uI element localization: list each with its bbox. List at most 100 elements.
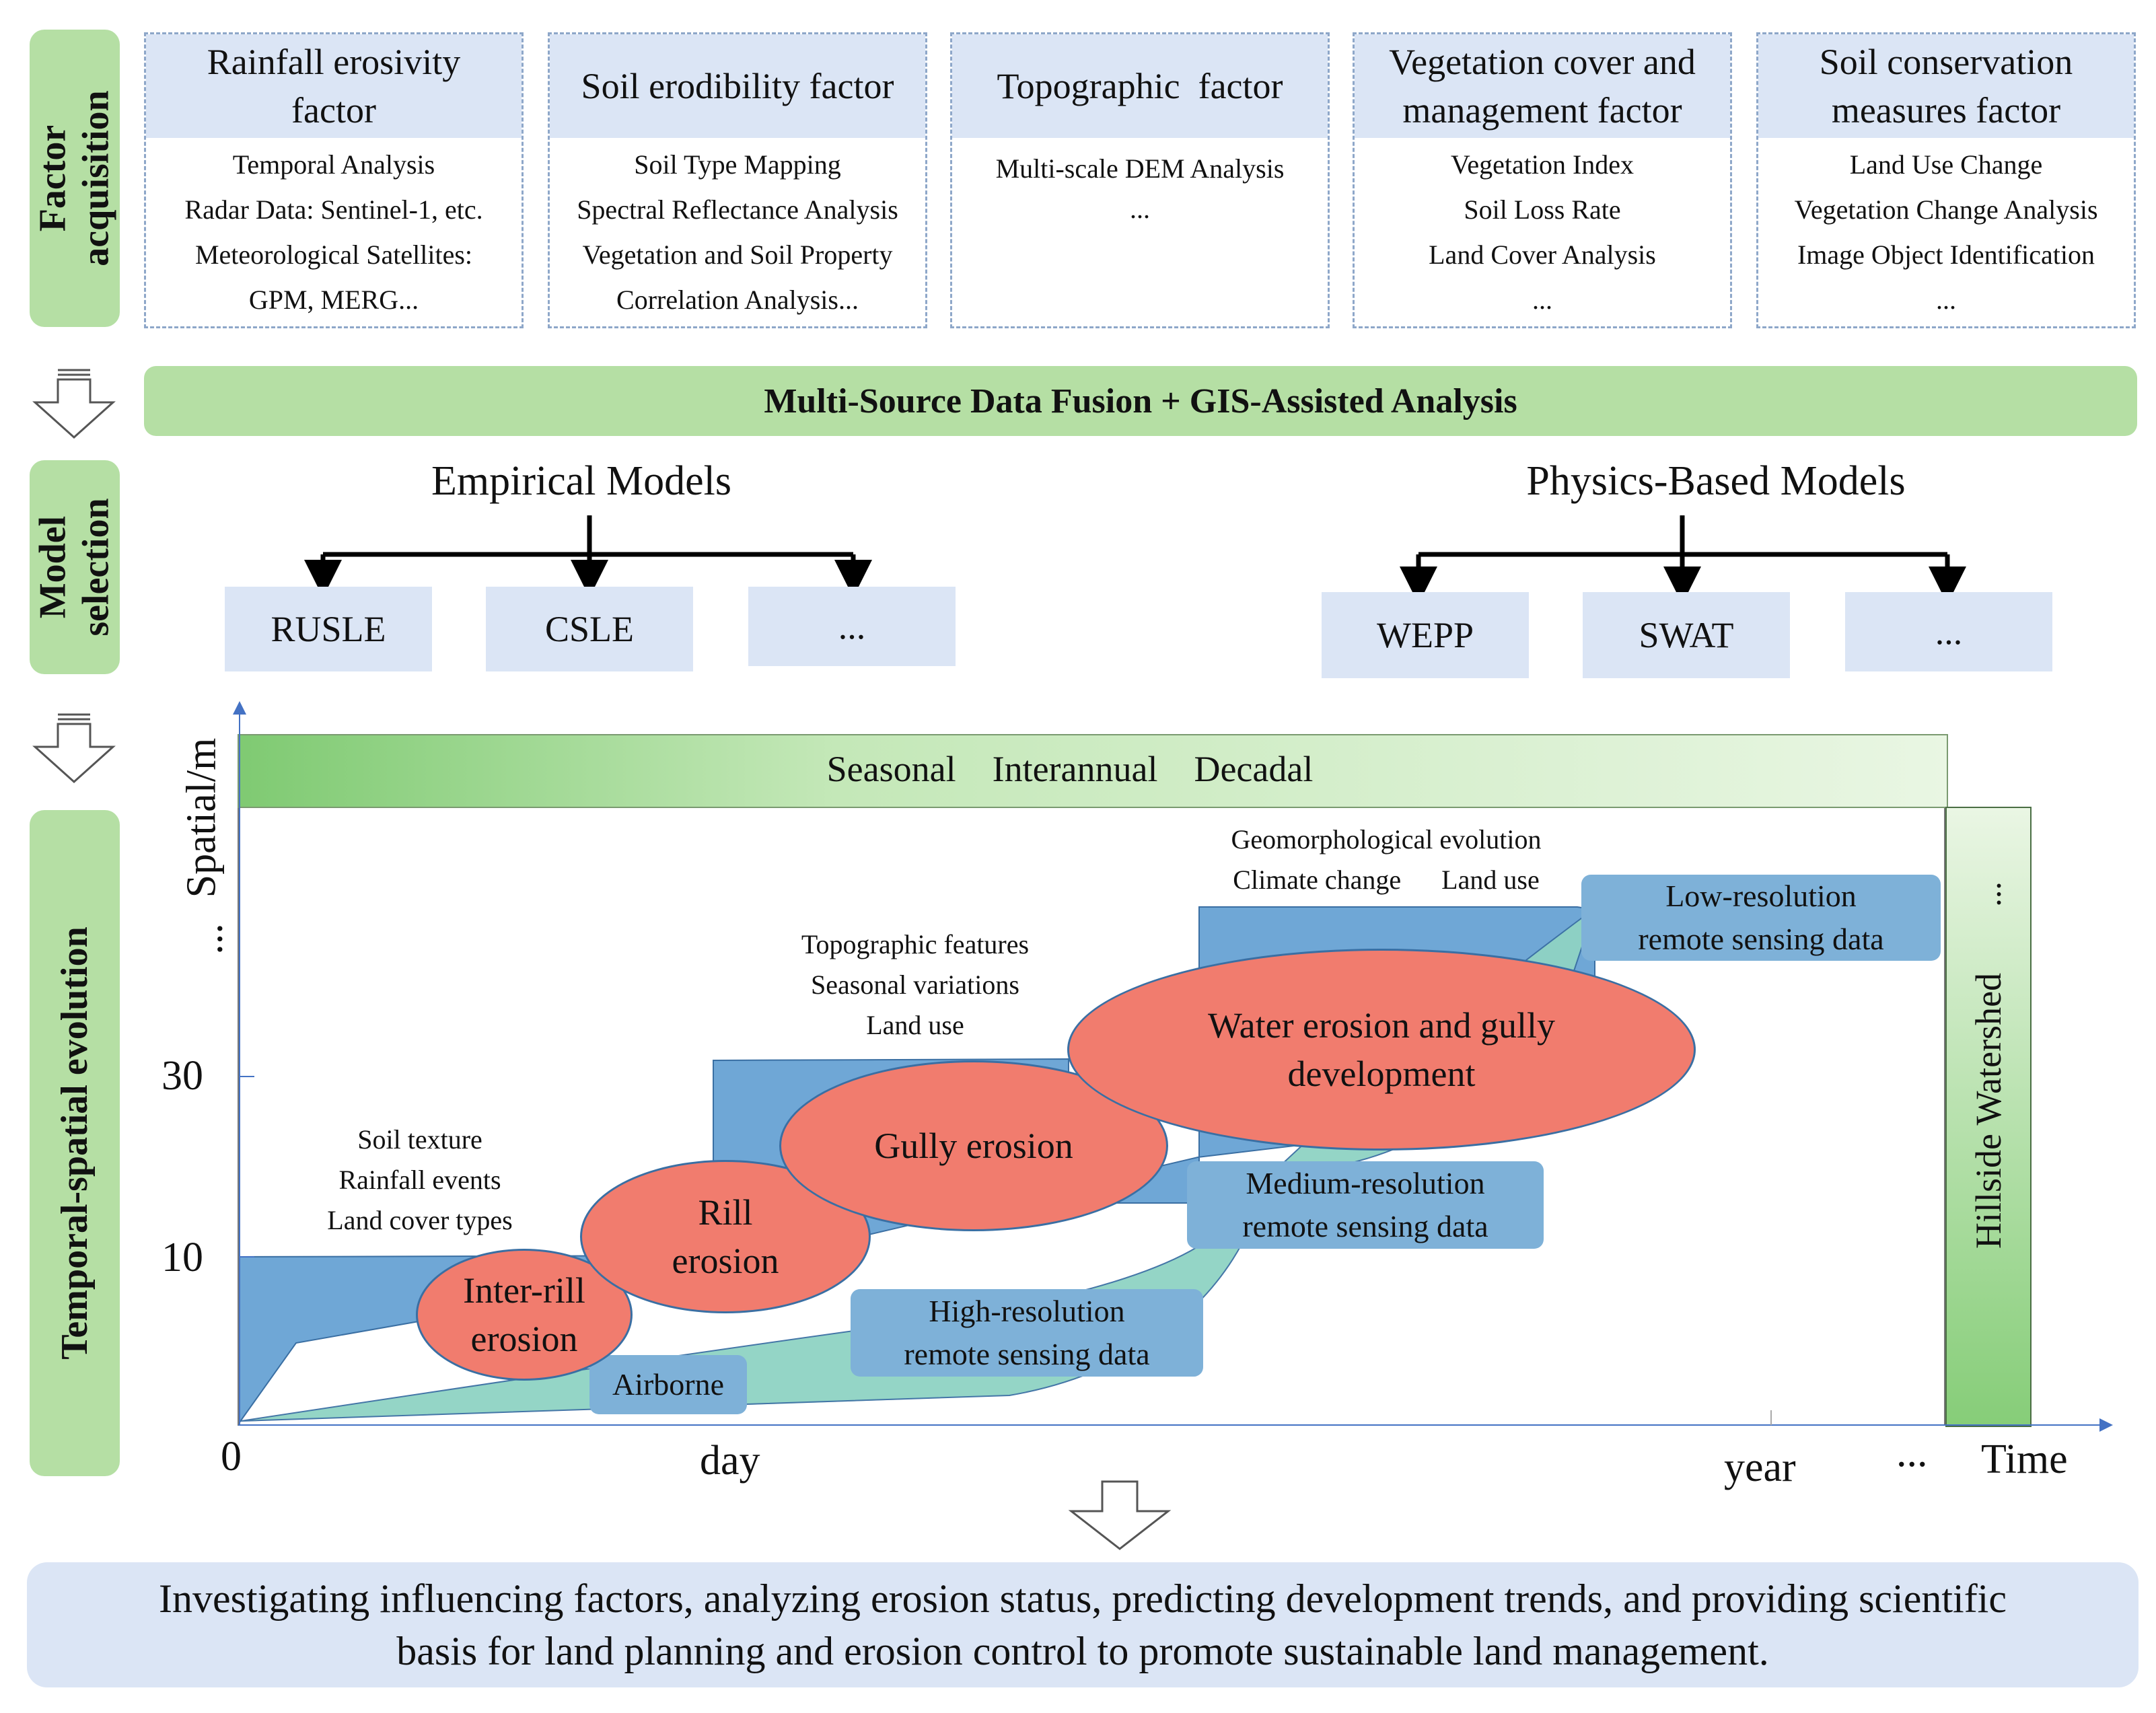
model-label: ...: [838, 606, 866, 647]
data-source-text: High-resolution: [929, 1294, 1125, 1328]
high-resolution-label: High-resolution remote sensing data: [851, 1289, 1203, 1377]
data-source-text: remote sensing data: [1638, 922, 1884, 956]
factor-title-line: management factor: [1402, 90, 1682, 131]
factor-item: Correlation Analysis...: [616, 285, 859, 315]
low-resolution-label: Low-resolution remote sensing data: [1581, 875, 1941, 961]
model-csle: CSLE: [486, 587, 693, 671]
factor-item: ...: [1936, 285, 1956, 315]
factor-title-line: factor: [291, 90, 376, 131]
data-source-text: remote sensing data: [1242, 1209, 1488, 1243]
model-label: RUSLE: [271, 609, 386, 649]
inter-rill-erosion-ellipse: Inter-rill erosion: [416, 1249, 633, 1381]
time-banner-text: Seasonal Interannual Decadal: [826, 749, 1314, 789]
down-arrow-icon: [1068, 1480, 1172, 1550]
factor-title-line: Rainfall erosivity: [207, 42, 461, 82]
x-tick-day: day: [700, 1438, 760, 1484]
factor-item: Vegetation Change Analysis: [1794, 194, 2098, 225]
model-swat: SWAT: [1583, 592, 1790, 678]
factor-title: Soil erodibility factor: [550, 34, 925, 138]
factor-item: Vegetation and Soil Property: [582, 240, 893, 270]
factor-item: Soil Type Mapping: [634, 149, 841, 180]
factor-item: ...: [1532, 285, 1552, 315]
factor-item: GPM, MERG...: [248, 285, 419, 315]
model-tree-connectors: [304, 515, 1966, 592]
annotation-line: Rainfall events: [338, 1165, 501, 1195]
erosion-label: development: [1287, 1054, 1476, 1094]
factor-item: Multi-scale DEM Analysis: [995, 153, 1285, 184]
model-physics-more: ...: [1845, 592, 2052, 671]
erosion-label: Rill: [698, 1192, 753, 1233]
erosion-label: Inter-rill: [463, 1270, 585, 1311]
erosion-label: erosion: [672, 1241, 779, 1281]
fusion-banner-text: Multi-Source Data Fusion + GIS-Assisted …: [764, 381, 1517, 421]
model-empirical-more: ...: [748, 587, 956, 666]
conclusion-box: Investigating influencing factors, analy…: [27, 1562, 2139, 1687]
annotation-soil: Soil texture Rainfall events Land cover …: [285, 1120, 554, 1241]
airborne-label: Airborne: [589, 1355, 747, 1414]
down-arrow-icon: [32, 713, 116, 784]
factor-item: Image Object Identification: [1797, 240, 2095, 270]
data-source-text: remote sensing data: [904, 1337, 1150, 1371]
y-tick-label-30: 30: [161, 1053, 203, 1099]
factor-item: Land Use Change: [1849, 149, 2043, 180]
factor-title: Topographic factor: [952, 34, 1328, 138]
factor-title-line: Soil erodibility factor: [581, 66, 894, 106]
medium-resolution-label: Medium-resolution remote sensing data: [1187, 1161, 1544, 1249]
factor-item: ...: [1130, 194, 1150, 224]
conclusion-line: basis for land planning and erosion cont…: [396, 1629, 1769, 1673]
gully-erosion-ellipse: Gully erosion: [779, 1060, 1168, 1231]
origin-label: 0: [221, 1434, 242, 1480]
y-tick-dots: ...: [185, 923, 231, 955]
annotation-line: Land cover types: [327, 1205, 513, 1235]
model-label: CSLE: [544, 609, 635, 649]
temporal-spatial-evolution-label: Temporal-spatial evolution: [30, 810, 120, 1476]
factor-title-line: Soil conservation: [1819, 42, 2073, 82]
model-label: SWAT: [1639, 615, 1734, 655]
annotation-geo: Geomorphological evolution Climate chang…: [1171, 819, 1602, 900]
data-source-text: Airborne: [612, 1367, 725, 1401]
fusion-banner: Multi-Source Data Fusion + GIS-Assisted …: [144, 366, 2137, 436]
factor-title-line: Topographic factor: [997, 66, 1283, 106]
hillside-watershed-label: Hillside Watershed: [1968, 972, 2009, 1249]
model-rusle: RUSLE: [225, 587, 432, 671]
factor-title-line: Vegetation cover and: [1389, 42, 1696, 82]
factor-box-topographic: Topographic factor Multi-scale DEM Analy…: [950, 32, 1330, 328]
water-erosion-gully-ellipse: Water erosion and gully development: [1067, 949, 1696, 1151]
factor-item: Meteorological Satellites:: [194, 240, 473, 270]
annotation-line: Climate change Land use: [1233, 865, 1540, 895]
y-tick-label-10: 10: [161, 1235, 203, 1280]
physics-models-title: Physics-Based Models: [1526, 458, 1906, 504]
factor-box-soil-erodibility: Soil erodibility factor Soil Type Mappin…: [548, 32, 927, 328]
factor-item: Soil Loss Rate: [1464, 194, 1621, 225]
x-tick-dots: ...: [1896, 1430, 1928, 1475]
factor-item: Land Cover Analysis: [1429, 240, 1656, 270]
erosion-label: Water erosion and gully: [1207, 1005, 1555, 1046]
time-banner-bg: [238, 734, 1948, 808]
annotation-line: Soil texture: [357, 1124, 482, 1155]
annotation-line: Topographic features: [801, 929, 1030, 959]
down-arrow-icon: [32, 369, 116, 439]
annotation-topo: Topographic features Seasonal variations…: [760, 924, 1070, 1046]
model-label: WEPP: [1376, 615, 1474, 655]
empirical-models-title: Empirical Models: [431, 458, 731, 504]
model-wepp: WEPP: [1322, 592, 1529, 678]
side-bar-bg: [1945, 807, 2032, 1427]
factor-item: Spectral Reflectance Analysis: [577, 194, 898, 225]
x-tick-year: year: [1724, 1445, 1796, 1490]
annotation-line: Land use: [866, 1010, 964, 1040]
annotation-line: Seasonal variations: [811, 970, 1019, 1000]
data-source-text: Low-resolution: [1665, 879, 1857, 913]
factor-title: Rainfall erosivity factor: [146, 34, 522, 138]
factor-item: Radar Data: Sentinel-1, etc.: [184, 194, 483, 225]
erosion-label: erosion: [470, 1319, 578, 1359]
annotation-line: Geomorphological evolution: [1231, 824, 1542, 854]
conclusion-line: Investigating influencing factors, analy…: [159, 1576, 2007, 1621]
erosion-label: Gully erosion: [874, 1126, 1073, 1166]
model-label: ...: [1935, 612, 1963, 652]
